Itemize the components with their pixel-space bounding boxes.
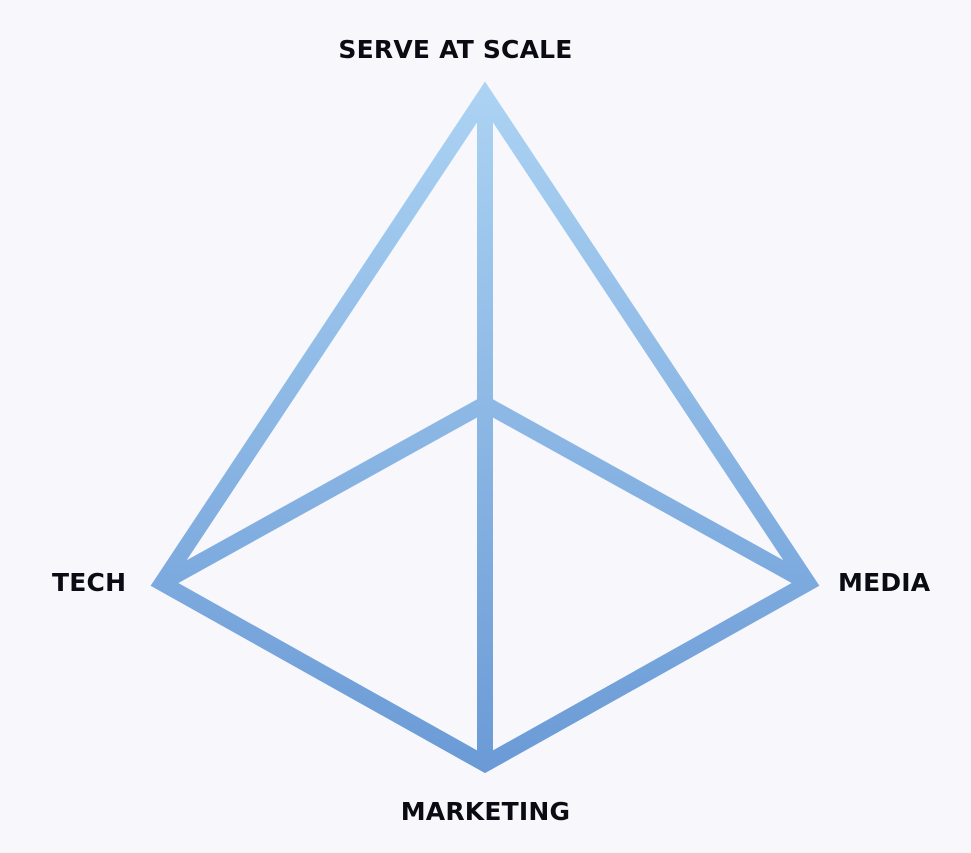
vertex-label-left: TECH bbox=[52, 568, 127, 597]
vertex-label-top: SERVE AT SCALE bbox=[338, 35, 573, 64]
vertex-label-bottom: MARKETING bbox=[400, 797, 571, 826]
vertex-label-right: MEDIA bbox=[838, 568, 931, 597]
